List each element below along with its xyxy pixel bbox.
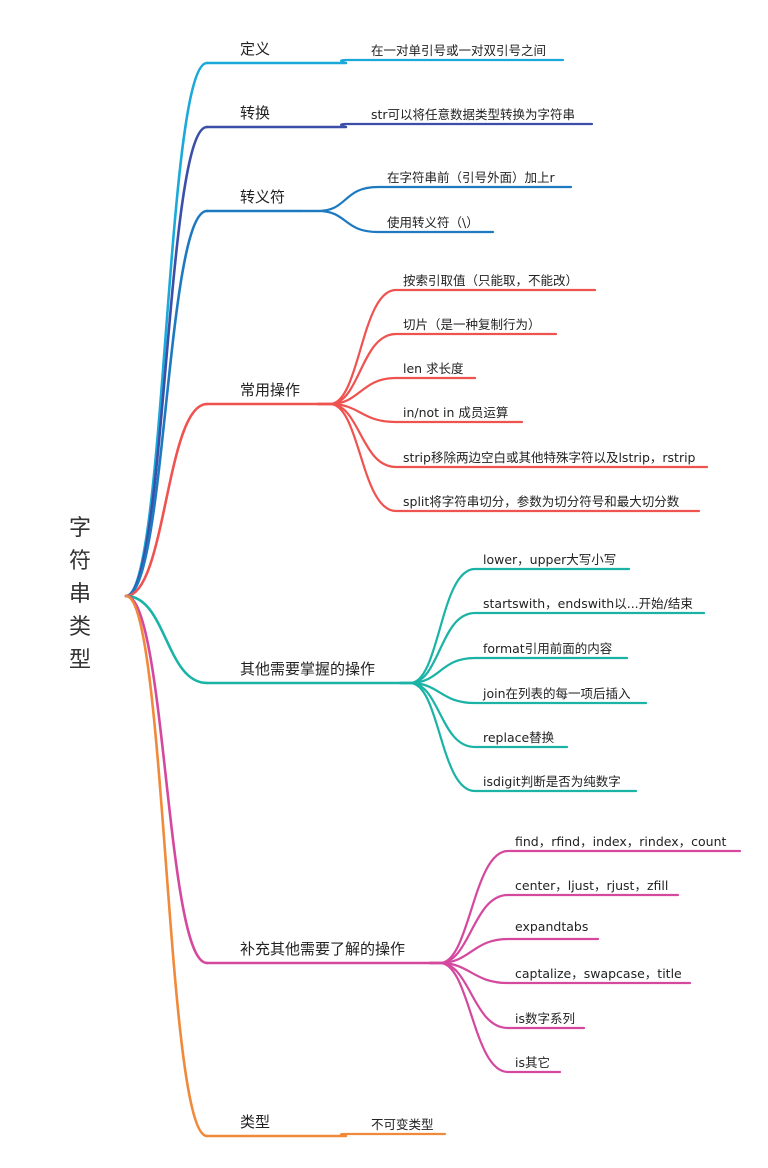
leaf-connector-escape [298,185,573,213]
leaf-label-other: lower，upper大写小写 [483,552,617,567]
leaf-label-common: in/not in 成员运算 [403,405,509,420]
leaf-connector-extra [428,849,742,965]
leaf-label-other: join在列表的每一项后插入 [483,686,631,701]
leaf-label-extra: expandtabs [515,919,589,934]
branch-label-other: 其他需要掌握的操作 [240,660,376,678]
leaf-label-common: split将字符串切分，参数为切分符号和最大切分数 [403,494,680,509]
leaf-label-extra: find，rfind，index，rindex，count [515,834,727,849]
leaf-connector-type [339,1132,447,1138]
leaf-label-escape: 在字符串前（引号外面）加上r [387,170,555,185]
leaf-connector-common [316,288,597,406]
branch-connector-extra [124,594,209,965]
root-char: 符 [68,549,91,574]
branch-connector-common [124,402,209,598]
leaf-label-convert: str可以将任意数据类型转换为字符串 [371,107,576,122]
leaf-label-extra: center，ljust，rjust，zfill [515,878,669,893]
leaf-label-other: format引用前面的内容 [483,641,613,656]
leaf-label-type: 不可变类型 [371,1117,434,1132]
branch-label-type: 类型 [240,1113,271,1131]
leaf-label-common: strip移除两边空白或其他特殊字符以及lstrip，rstrip [403,450,696,465]
leaf-connector-def [339,58,565,65]
branch-label-def: 定义 [240,40,271,58]
branch-connector-other [124,594,209,685]
leaf-label-extra: is其它 [515,1055,550,1070]
branch-connector-type [124,594,209,1138]
leaf-connector-common [316,402,701,513]
branch-connector-convert [124,125,209,598]
branch-label-extra: 补充其他需要了解的操作 [240,940,406,958]
leaf-label-common: 切片（是一种复制行为） [403,317,541,332]
leaf-connector-other [398,567,631,685]
leaf-label-extra: captalize，swapcase，title [515,966,682,981]
leaf-connector-escape [298,209,495,234]
leaf-connector-extra [428,961,562,1074]
leaf-connector-convert [339,122,594,129]
leaf-label-escape: 使用转义符（\） [387,215,479,230]
leaf-label-other: isdigit判断是否为纯数字 [483,774,621,789]
leaf-label-extra: is数字系列 [515,1011,575,1026]
branch-label-escape: 转义符 [240,188,286,206]
root-char: 类 [68,615,91,640]
leaf-label-other: startswith，endswith以...开始/结束 [483,596,693,611]
root-title: 字 符 串 类 型 [62,512,98,677]
leaf-connector-other [398,681,638,793]
branch-label-common: 常用操作 [240,381,301,399]
root-char: 串 [68,582,91,607]
leaf-label-common: 按索引取值（只能取，不能改） [403,273,579,288]
leaf-label-other: replace替换 [483,730,555,745]
root-char: 字 [68,516,91,541]
root-char: 型 [68,648,91,673]
leaf-label-common: len 求长度 [403,361,464,376]
leaf-label-def: 在一对单引号或一对双引号之间 [371,43,547,58]
branch-connector-escape [124,209,209,598]
branch-label-convert: 转换 [240,104,271,122]
